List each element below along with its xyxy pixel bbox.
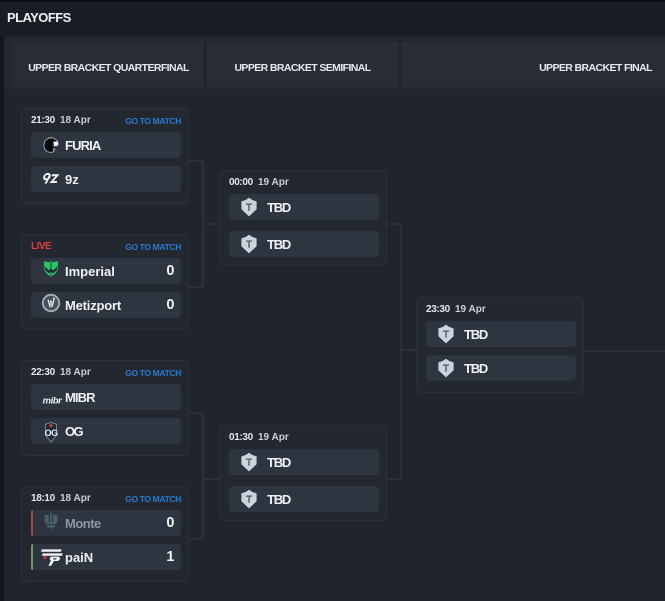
svg-text:OG: OG [45, 428, 59, 438]
svg-text:mibr: mibr [43, 395, 64, 406]
